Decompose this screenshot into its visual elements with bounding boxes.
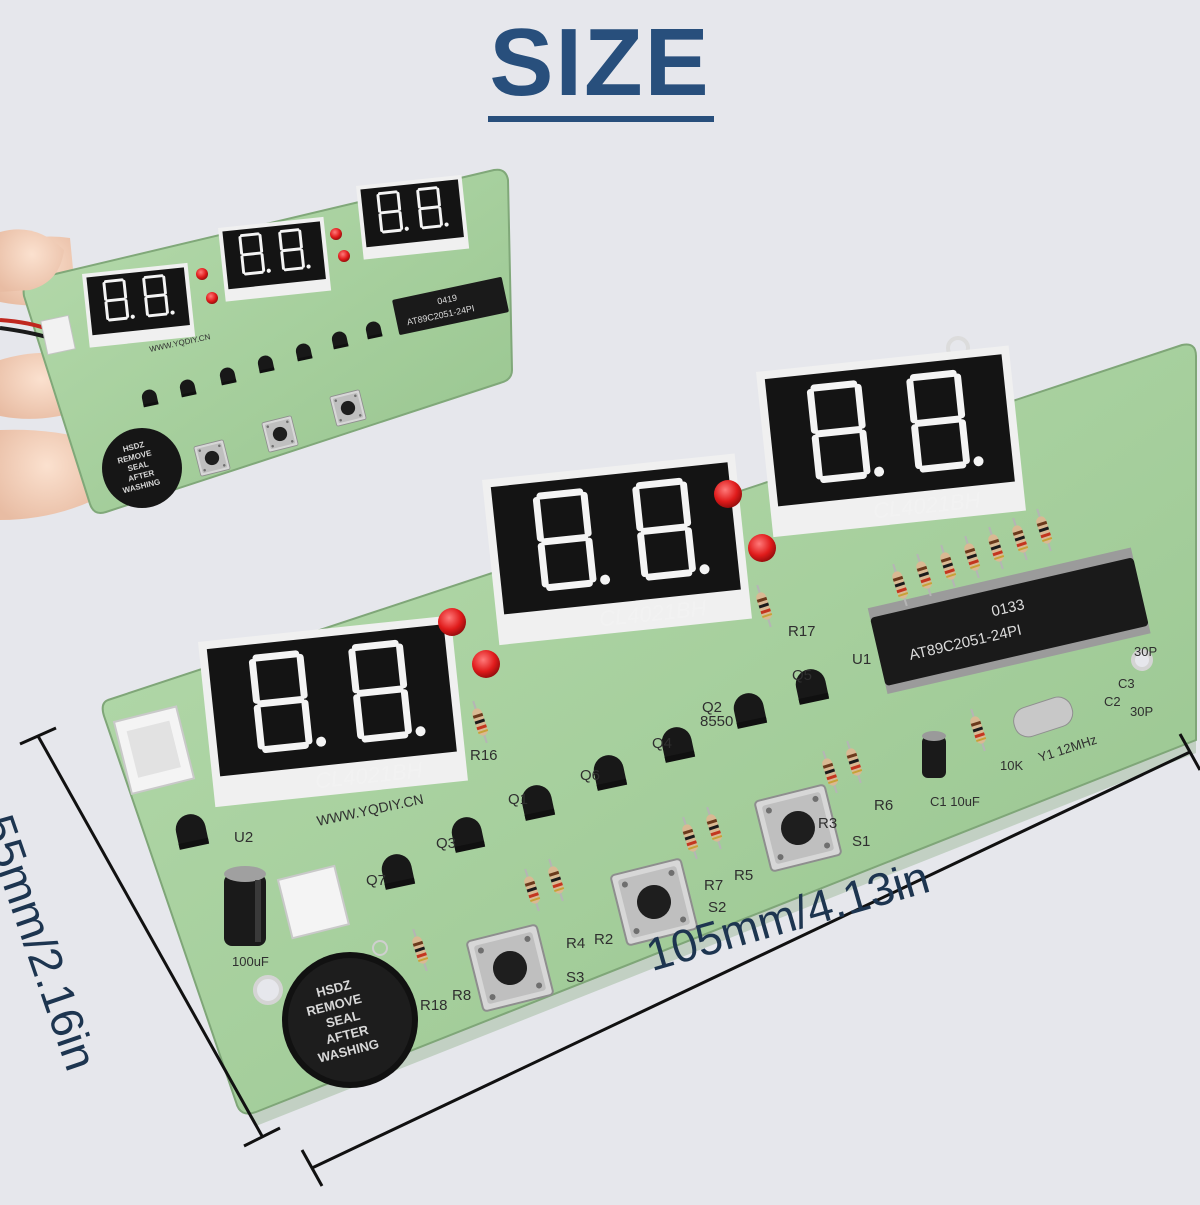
label-q6: Q6	[580, 767, 600, 784]
finger	[0, 429, 94, 520]
label-c1: C1 10uF	[930, 794, 980, 809]
red-led	[748, 534, 776, 562]
capacitor-100uf	[224, 866, 266, 946]
label-q3: Q3	[436, 835, 456, 852]
led-pair-right	[714, 480, 776, 562]
small-display	[356, 174, 470, 260]
small-chip-code: 0419	[436, 293, 458, 307]
power-connector	[112, 705, 196, 796]
label-c3: C3	[1118, 676, 1135, 691]
label-r6: R6	[874, 797, 893, 814]
label-u2: U2	[234, 829, 253, 846]
width-tick	[243, 1126, 281, 1148]
length-dimension-line	[311, 750, 1191, 1170]
thumb	[0, 229, 64, 292]
small-display	[82, 262, 196, 348]
display-left: CL4021BH	[198, 615, 468, 808]
label-u1: U1	[852, 651, 871, 668]
label-q5: Q5	[792, 667, 812, 684]
label-q1: Q1	[508, 791, 528, 808]
width-tick	[19, 726, 57, 746]
red-led	[330, 228, 342, 240]
label-8550: 8550	[700, 713, 733, 730]
red-led	[472, 650, 500, 678]
label-100uf: 100uF	[232, 954, 269, 969]
small-buzzer: HSDZ REMOVE SEAL AFTER WASHING	[102, 428, 182, 508]
label-s1: S1	[852, 833, 870, 850]
label-s2: S2	[708, 899, 726, 916]
red-led	[438, 608, 466, 636]
label-r18: R18	[420, 997, 448, 1014]
label-q4: Q4	[652, 735, 672, 752]
mount-hole	[1131, 649, 1153, 671]
display-middle: CL4021BH	[482, 453, 752, 646]
width-dimension-line	[36, 735, 264, 1137]
label-c2: C2	[1104, 694, 1121, 709]
title-underline	[488, 116, 714, 122]
dimension-lines	[19, 726, 1200, 1187]
label-r5: R5	[734, 867, 753, 884]
label-30p: 30P	[1130, 704, 1153, 719]
display-right: CL4021BH	[756, 345, 1026, 538]
length-tick	[300, 1149, 324, 1187]
red-led	[714, 480, 742, 508]
capacitor-c1	[922, 731, 946, 778]
label-r7: R7	[704, 877, 723, 894]
label-r16: R16	[470, 747, 498, 764]
page-title: SIZE	[489, 9, 711, 116]
label-10k: 10K	[1000, 758, 1023, 773]
microcontroller-chip: 0133 AT89C2051-24PI	[867, 547, 1151, 695]
mount-hole	[253, 975, 283, 1005]
label-r8: R8	[452, 987, 471, 1004]
label-r17: R17	[788, 623, 816, 640]
length-tick	[1178, 733, 1200, 771]
pcb-board	[101, 343, 1197, 1115]
crystal-oscillator	[1013, 696, 1074, 738]
label-s3: S3	[566, 969, 584, 986]
small-display	[218, 216, 332, 302]
red-led	[206, 292, 218, 304]
label-30p: 30P	[1134, 644, 1157, 659]
label-r2: R2	[594, 931, 613, 948]
buzzer: HSDZ REMOVE SEAL AFTER WASHING	[282, 940, 418, 1088]
silkscreen-labels: WWW.YQDIY.CN Q7 Q3 Q1 Q6 Q4 Q2 Q5 8550 S…	[232, 623, 1157, 1014]
label-r3: R3	[818, 815, 837, 832]
red-led	[338, 250, 350, 262]
label-r4: R4	[566, 935, 585, 952]
red-led	[196, 268, 208, 280]
buzzer-connector	[276, 864, 351, 940]
small-board-in-hand: 0419 AT89C2051-24PI HSDZ REMOVE SEAL AFT…	[0, 168, 514, 520]
label-q7: Q7	[366, 872, 386, 889]
main-board: CL4021BH CL4021BH CL4021BH	[101, 336, 1197, 1126]
label-q2: Q2	[702, 699, 722, 716]
led-pair-left	[438, 608, 500, 678]
